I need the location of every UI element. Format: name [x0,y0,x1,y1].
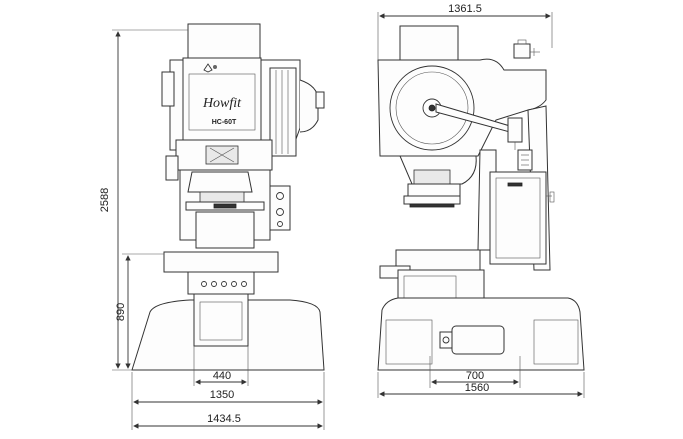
side-motor-housing [399,25,459,61]
front-bolster-table [163,251,279,273]
front-dimensions: 2588 890 440 1350 1434.5 [99,29,325,430]
dim-bolster-width: 440 [213,370,231,382]
side-view [377,25,585,371]
dim-base-inner: 700 [466,370,484,382]
dim-overall-width: 1434.5 [207,413,241,425]
dim-base-depth: 1560 [465,382,489,394]
side-base-motor [451,325,505,355]
side-dimensions: 1361.5 700 1560 [377,3,585,398]
brand-name: Howfit [202,96,242,111]
front-motor-housing [187,23,261,59]
model-name: HC-60T [212,119,237,126]
dim-table-height: 890 [115,303,127,321]
side-oil-cup [513,43,531,59]
front-control-panel [187,271,255,295]
side-electric-cabinet [489,171,547,265]
dim-base-width: 1350 [210,389,234,401]
dim-total-height: 2588 [99,188,111,212]
side-flywheel [389,65,475,151]
front-view: Howfit HC-60T [131,23,325,371]
front-control-box [269,185,291,231]
front-logo [203,63,217,73]
front-crown-panel [182,57,262,141]
dim-overall-depth: 1361.5 [448,3,482,15]
